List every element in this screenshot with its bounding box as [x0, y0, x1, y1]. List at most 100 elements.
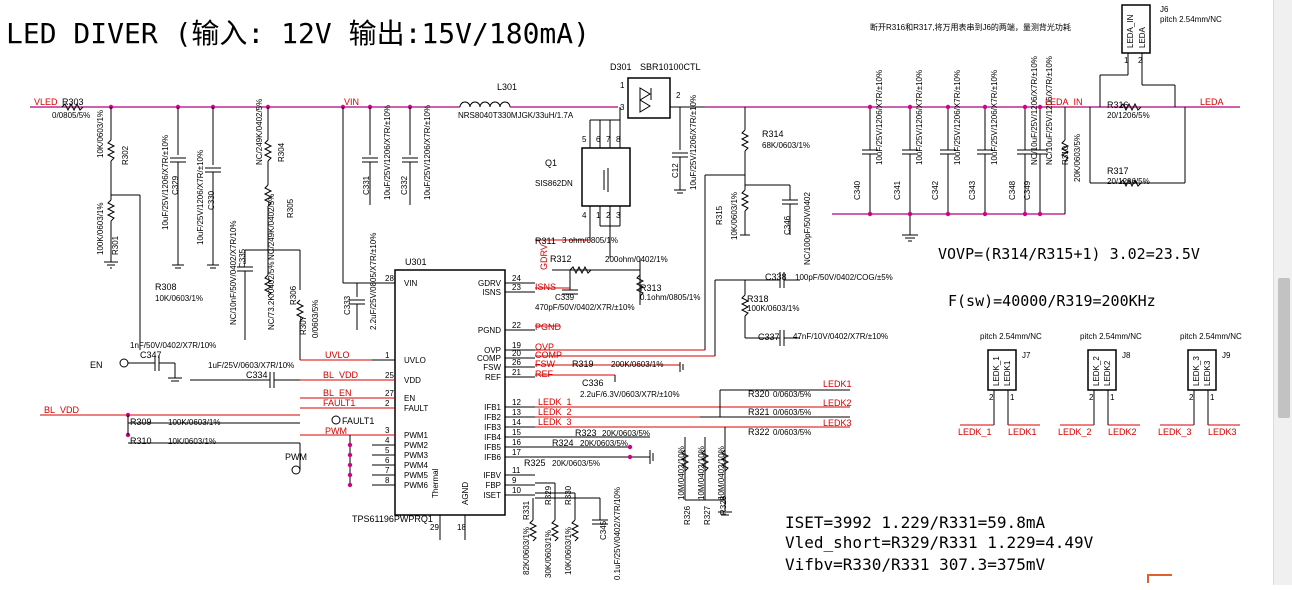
ovp-formula: VOVP=(R314/R315+1) 3.02=23.5V: [938, 245, 1200, 263]
j6-ref: J6: [1160, 5, 1169, 14]
c341-ref: C341: [893, 180, 902, 200]
ledk-bleed-resistors: R326 10M/0402/10% R327 10M/0402/10% R328…: [677, 427, 732, 525]
r305-value: NC/249K/0402/5%: [267, 194, 276, 260]
u301-pin-name: VDD: [404, 376, 421, 385]
c333-ref: C333: [343, 295, 352, 315]
u301-pin-name: UVLO: [404, 356, 426, 365]
r315-ref: R315: [715, 205, 724, 225]
r307-value: 0/0603/5%: [311, 300, 320, 338]
j7-pin2-num: 2: [989, 393, 994, 402]
c335-ref: C335: [238, 248, 247, 268]
l301-inductor: L301 NRS8040T330MJGK/33uH/1.7A: [458, 82, 618, 120]
r318-ref: R318: [747, 294, 769, 304]
r306-value: NC/73.2K/0402/5%: [267, 262, 276, 331]
r330-value: 10K/0603/1%: [564, 527, 573, 575]
fsw-ref-network: R319 200K/0603/1% C336 2.2uF/6.3V/0603/X…: [535, 359, 684, 399]
r323-ref: R323: [575, 428, 597, 438]
u301-thermal: Thermal: [431, 468, 440, 498]
c330-ref: C330: [207, 190, 216, 210]
u301-pin-num: 5: [385, 446, 390, 455]
u301-pin-name: FBP: [485, 481, 501, 490]
j6-pitch: pitch 2.54mm/NC: [1160, 15, 1222, 24]
u301-pin-num: 21: [512, 368, 521, 377]
c338-value: 100pF/50V/0402/COG/±5%: [795, 273, 893, 282]
r327-value: 10M/0402/10%: [697, 446, 706, 500]
j6-pin2-label: LEDA: [1138, 26, 1147, 48]
c329-ref: C329: [171, 175, 180, 195]
c346-value: NC/100pF/50V/0402: [803, 192, 812, 265]
c330-value: 10uF/25V/1206/X7R/±10%: [196, 150, 205, 245]
c12-value: 10uF/25V/1206/X7R/±10%: [689, 95, 698, 190]
r303-ref: R303: [62, 97, 84, 107]
r302-r301-divider: 10K/0603/1% R302 100K/0603/1% R301: [96, 107, 141, 350]
q1-value: SIS862DN: [535, 179, 573, 188]
ovp-divider: R314 68K/0603/1% R315 10K/0603/1% C346 N…: [704, 107, 812, 350]
r316-ref: R316: [1107, 100, 1129, 110]
r327-ref: R327: [703, 505, 712, 525]
u301-pin-name: GDRV: [478, 279, 502, 288]
u301-pin-num: 27: [385, 389, 394, 398]
j6-pin2-num: 2: [1138, 56, 1143, 65]
r315-value: 10K/0603/1%: [730, 192, 739, 240]
r303-value: 0/0805/5%: [52, 111, 90, 120]
j8-ref: J8: [1122, 351, 1131, 360]
r323-value: 20K/0603/5%: [602, 429, 650, 438]
vin-caps: C331 10uF/25V/1206/X7R/±10% C332 10uF/25…: [342, 105, 432, 330]
d301-ref: D301: [610, 62, 632, 72]
r311-value: 3 ohm/0805/1%: [562, 236, 618, 245]
net-ledk2-conn-r: LEDK2: [1108, 427, 1137, 437]
u301-pin-name: REF: [485, 373, 501, 382]
net-comp: COMP: [535, 350, 562, 360]
j7-connector: [987, 349, 1017, 391]
u301-pin-name: OVP: [484, 346, 501, 355]
net-pwm: PWM: [325, 426, 347, 436]
r309-value: 100K/0603/1%: [168, 418, 221, 427]
u301-pin-num: 8: [385, 476, 390, 485]
u301-pin-name: ISET: [483, 491, 501, 500]
u301-pin-name: COMP: [477, 354, 501, 363]
r316-value: 20/1206/5%: [1107, 111, 1150, 120]
u301-pin-name: FAULT: [404, 404, 428, 413]
l301-value: NRS8040T330MJGK/33uH/1.7A: [458, 111, 574, 120]
j9-pin1-num: 1: [1210, 393, 1215, 402]
net-pgnd: PGND: [535, 322, 562, 332]
left-net-labels: UVLO BL_VDD BL_EN FAULT1 PWM BL_VDD R309…: [40, 341, 395, 488]
vertical-scrollbar[interactable]: [1273, 0, 1292, 585]
r324-ref: R324: [552, 438, 574, 448]
r322-value: 0/0603/5%: [773, 428, 811, 437]
u301-pin-num: 20: [512, 349, 521, 358]
r301-value: 100K/0603/1%: [96, 203, 105, 256]
c337-value: 47nF/10V/0402/X7R/±10%: [793, 332, 888, 341]
j6-pin1-label: LEDA_IN: [1126, 14, 1135, 48]
net-fault1-tp: FAULT1: [342, 416, 374, 426]
scrollbar-thumb[interactable]: [1278, 278, 1290, 418]
u301-pin-name: PWM5: [404, 471, 429, 480]
svg-text:2: 2: [676, 91, 681, 100]
c329-value: 10uF/25V/1206/X7R/±10%: [161, 135, 170, 230]
c349-ref: C349: [1023, 180, 1032, 200]
net-ledk1-conn: LEDK_1: [958, 427, 992, 437]
j7-pitch: pitch 2.54mm/NC: [980, 332, 1042, 341]
u301-pin-num: 7: [385, 466, 390, 475]
c332-ref: C332: [400, 175, 409, 195]
u301-pin-num: 12: [512, 398, 521, 407]
u301-pin-num: 26: [512, 358, 521, 367]
c332-value: 10uF/25V/1206/X7R/±10%: [423, 105, 432, 200]
r331-ref: R331: [522, 500, 531, 520]
u301-pin-num: 22: [512, 321, 521, 330]
r329-value: 30K/0603/1%: [544, 530, 553, 578]
j9-ref: J9: [1222, 351, 1231, 360]
u301-pin-name: PGND: [478, 326, 501, 335]
c336-value: 2.2uF/6.3V/0603/X7R/±10%: [580, 390, 680, 399]
net-vled: VLED: [34, 97, 58, 107]
u301-pin-num: 10: [512, 486, 521, 495]
net-leda-in: LEDA_IN: [1045, 97, 1083, 107]
u301-pin-name: IFB1: [484, 403, 501, 412]
r314-value: 68K/0603/1%: [762, 141, 810, 150]
net-bl-vdd-left: BL_VDD: [44, 405, 80, 415]
net-ovp: OVP: [535, 342, 554, 352]
net-ledk1-r: LEDK1: [823, 379, 852, 389]
